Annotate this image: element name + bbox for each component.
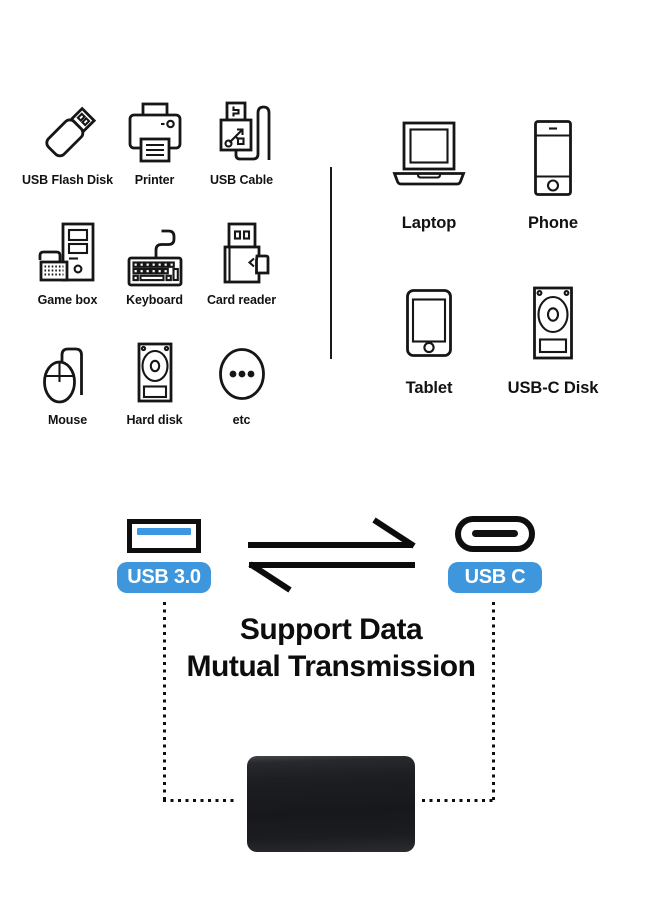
ellipsis-icon	[218, 348, 265, 400]
laptop-icon	[392, 121, 466, 186]
device-label: USB Flash Disk	[22, 173, 113, 187]
usb-devices-grid: USB Flash Disk Printer	[22, 90, 285, 450]
ssd-enclosure-image	[247, 756, 415, 852]
list-item-mouse: Mouse	[24, 330, 111, 450]
device-label: Laptop	[401, 214, 457, 232]
dotted-connector-right-horizontal	[422, 799, 495, 802]
vertical-divider	[330, 167, 332, 359]
device-label: Phone	[528, 214, 578, 232]
usbc-badge: USB C	[448, 562, 542, 593]
printer-icon	[128, 102, 181, 163]
usb3-port-icon	[127, 519, 201, 553]
list-item-laptop: Laptop	[367, 90, 491, 255]
device-label: Game box	[37, 293, 98, 307]
bidirectional-arrows-icon	[248, 517, 416, 593]
mouse-icon	[42, 347, 83, 404]
list-item-etc: etc	[198, 330, 285, 450]
tablet-icon	[406, 289, 452, 357]
keyboard-icon	[127, 229, 182, 287]
dotted-connector-left-horizontal	[163, 799, 237, 802]
usbc-inner-tab	[472, 530, 518, 537]
usbc-port-icon	[455, 516, 535, 552]
list-item-hard-disk: Hard disk	[111, 330, 198, 450]
usb-flash-disk-icon	[44, 106, 96, 158]
card-reader-icon	[223, 222, 269, 284]
list-item-usb-flash-disk: USB Flash Disk	[22, 90, 113, 210]
device-label: Keyboard	[126, 293, 183, 307]
caption-line-1: Support Data	[239, 613, 423, 646]
device-label: Printer	[134, 173, 175, 187]
phone-icon	[534, 120, 572, 196]
list-item-keyboard: Keyboard	[111, 210, 198, 330]
list-item-game-box: Game box	[24, 210, 111, 330]
device-label: Tablet	[405, 379, 453, 397]
device-label: etc	[232, 413, 251, 427]
usbc-disk-icon	[533, 286, 573, 360]
host-devices-grid: Laptop Phone Tablet	[367, 90, 615, 420]
list-item-phone: Phone	[491, 90, 615, 255]
dotted-connector-left-vertical	[163, 602, 166, 800]
game-box-icon	[38, 222, 94, 282]
device-label: Mouse	[47, 413, 88, 427]
hard-disk-icon	[137, 342, 172, 403]
list-item-tablet: Tablet	[367, 255, 491, 420]
list-item-card-reader: Card reader	[198, 210, 285, 330]
transfer-caption: Support Data Mutual Transmission	[145, 611, 517, 685]
device-label: USB Cable	[209, 173, 273, 187]
list-item-usb-cable: USB Cable	[198, 90, 285, 210]
usb3-badge: USB 3.0	[117, 562, 211, 593]
device-label: Hard disk	[126, 413, 183, 427]
device-label: USB-C Disk	[507, 379, 599, 397]
usb-cable-icon	[219, 101, 270, 161]
list-item-printer: Printer	[111, 90, 198, 210]
device-label: Card reader	[206, 293, 277, 307]
dotted-connector-right-vertical	[492, 602, 495, 800]
usb3-blue-tab	[137, 528, 191, 535]
caption-line-2: Mutual Transmission	[186, 650, 476, 683]
list-item-usbc-disk: USB-C Disk	[491, 255, 615, 420]
